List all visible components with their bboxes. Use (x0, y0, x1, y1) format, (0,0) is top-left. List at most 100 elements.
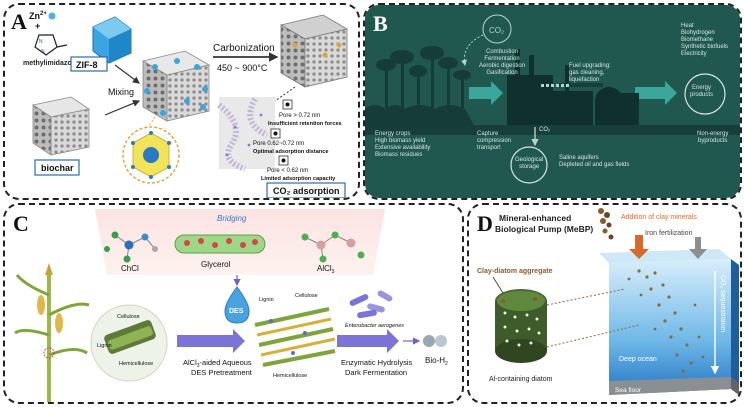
glycerol-tube-icon (174, 234, 266, 254)
panel-b-letter: B (373, 11, 388, 36)
panel-a: A Zn2+ + N N methylimidazole ZIF-8 Mixin… (3, 3, 360, 200)
geological-storage-icon (510, 146, 548, 184)
geological-storage-label: Geological storage (515, 157, 543, 171)
fuel-item: liquefaction (569, 76, 600, 83)
energy-products-icon (684, 73, 726, 115)
pore-small-note: Limited adsorption capacity (261, 176, 336, 182)
capture-list: Capture compression transport (477, 131, 511, 152)
energy-flow-arrow (635, 81, 677, 105)
crop-item: Extensive availability (375, 144, 431, 151)
capture-item: compression (477, 137, 512, 144)
fuel-item: Fuel upgrading: (569, 63, 611, 69)
fuel-upgrading-list: Fuel upgrading: gas cleaning, liquefacti… (569, 63, 611, 84)
zif8-label: ZIF-8 (76, 60, 98, 70)
output-item: Heat (681, 23, 694, 29)
storage-site-item: Depleted oil and gas fields (559, 161, 630, 168)
ocean-box (599, 249, 739, 395)
energy-products-line: Energy (692, 85, 712, 91)
energy-crops-list: Energy crops High biomass yield Extensiv… (375, 131, 430, 159)
enzymatic-label: Enzymatic Hydrolysis (341, 358, 413, 367)
pretreatment-label-line2: DES Pretreatment (191, 368, 253, 377)
crop-item: High biomass yield (375, 137, 426, 144)
mebp-title-line2: Biological Pump (MeBP) (495, 224, 593, 234)
des-droplet-icon (224, 286, 250, 324)
pretreatment-label-line1: AlCl3-aided Aqueous (183, 358, 252, 369)
enterobacter-label: Enterobacter aerogenes (345, 323, 404, 329)
co2-capture-label: CO₂ (539, 127, 551, 133)
panel-d-letter: D (477, 211, 493, 236)
geo-line: storage (519, 163, 540, 170)
energy-products-label: Energy products (690, 85, 713, 99)
cellulose-pretreated-label: Cellulose (295, 293, 318, 299)
output-item: Synthetic biofuels (681, 43, 729, 50)
fermentation-label: Dark Fermentation (345, 368, 407, 377)
process-list: Combustion Fermentation Aerobic digestio… (479, 49, 525, 77)
crop-item: Energy crops (375, 131, 411, 137)
co2-bubble-icon (482, 14, 512, 44)
lignocellulose-bundle-icon (104, 320, 156, 354)
carbonized-cube-icon (279, 14, 349, 88)
pretreatment-arrow (177, 329, 245, 353)
panel-d: D Mineral-enhanced Biological Pump (MeBP… (467, 203, 742, 404)
zif8-crystal-icon (92, 16, 132, 64)
chcl-label: ChCl (121, 264, 139, 273)
alcl3-molecule-icon (301, 231, 365, 263)
mixing-label: Mixing (108, 87, 134, 97)
carbonization-label: Carbonization (213, 43, 275, 54)
lignin-pretreated-label: Lignin (259, 297, 274, 303)
bacteria-icon (349, 290, 393, 319)
pore-large-note: Insufficient retention forces (268, 121, 342, 127)
des-label: DES (229, 308, 244, 315)
clay-diatom-aggregate-label: Clay-diatom aggregate (477, 268, 553, 275)
clay-diatom-aggregate-icon (495, 289, 547, 363)
zn-label: Zn2+ (29, 11, 47, 21)
chcl-molecule-icon (104, 231, 158, 263)
clay-particles-icon (598, 208, 614, 240)
co2-bubble-label: CO₂ (489, 26, 504, 35)
clay-addition-label: Addition of clay minerals (621, 214, 697, 221)
bio-h2-label: Bio-H2 (425, 356, 448, 367)
pretreated-fibers-icon (254, 307, 336, 367)
svg-text:N: N (39, 39, 43, 45)
capture-item: transport (477, 144, 501, 151)
panel-a-letter: A (11, 9, 27, 34)
pore-detail-graphic (217, 97, 275, 172)
zif8-cage-icon (131, 131, 171, 179)
pore-small-label: Pore < 0.62 nm (267, 168, 308, 174)
process-item: Combustion (486, 49, 519, 55)
iron-fertilization-label: Iron fertilization (645, 230, 693, 237)
panel-b-graphic: CO₂ CO₂ (365, 5, 740, 198)
co2-sequestration-label: CO₂ sequestration (719, 275, 726, 332)
process-item: Gasification (486, 69, 518, 76)
energy-products-line: products (690, 91, 714, 98)
capture-item: Capture (477, 131, 499, 137)
methylimidazole-molecule-icon (34, 34, 68, 56)
cellulose-label: Cellulose (117, 314, 140, 320)
panel-a-graphic: Zn2+ + N N methylimidazole ZIF-8 Mixing (23, 11, 349, 198)
hydrolysis-arrow (337, 329, 399, 353)
corn-plant-icon (14, 263, 90, 402)
iron-input-arrow (689, 237, 707, 259)
methylimidazole-label: methylimidazole (23, 60, 78, 67)
deep-ocean-label: Deep ocean (619, 356, 657, 363)
storage-site-item: Saline aquifers (559, 155, 599, 161)
byproduct-line: Non-energy (697, 131, 729, 137)
biomass-flow-arrow (469, 81, 503, 105)
panel-c: C Bridging ChCl Glycerol (3, 203, 464, 404)
panel-c-graphic: Bridging ChCl Glycerol AlCl3 (14, 209, 448, 402)
crop-item: Biomass residues (375, 151, 423, 158)
bridging-label: Bridging (217, 214, 247, 223)
particle-plume (627, 269, 705, 373)
plus-label: + (35, 21, 40, 31)
output-item: Biomethane (681, 36, 714, 43)
composite-cube-icon (141, 50, 211, 122)
pore-large-label: Pore > 0.72 nm (279, 113, 320, 119)
conveyor-icon (541, 84, 569, 87)
hemicellulose-pretreated-label: Hemicellulose (273, 373, 307, 379)
hydrogen-molecule-icon (423, 335, 447, 347)
hemicellulose-label: Hemicellulose (119, 361, 153, 367)
biochar-cube-icon (31, 96, 91, 156)
process-item: Aerobic digestion (479, 62, 526, 69)
non-energy-byproducts-label: Non-energy byproducts (697, 131, 728, 145)
alcl3-label: AlCl3 (317, 264, 335, 275)
